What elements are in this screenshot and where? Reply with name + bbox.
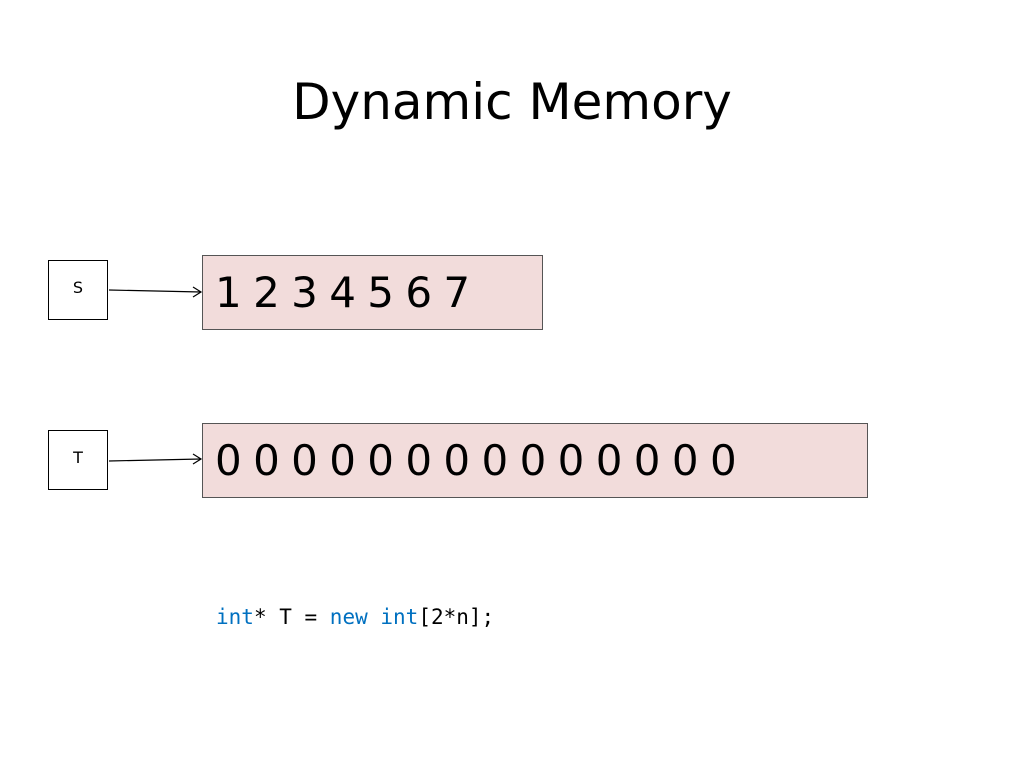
pointer-box-t: T xyxy=(48,430,108,490)
arrow-s xyxy=(108,286,203,298)
arrow-t xyxy=(108,453,203,465)
array-box-s: 1 2 3 4 5 6 7 xyxy=(202,255,543,330)
code-keyword-new: new xyxy=(329,605,368,629)
code-space xyxy=(368,605,381,629)
pointer-label-s: S xyxy=(72,277,84,297)
code-keyword-int: int xyxy=(380,605,419,629)
array-contents-s: 1 2 3 4 5 6 7 xyxy=(215,268,470,317)
code-snippet: int* T = new int[2*n]; xyxy=(216,605,494,629)
code-text: [2*n]; xyxy=(418,605,495,629)
slide-title: Dynamic Memory xyxy=(292,73,732,131)
pointer-label-t: T xyxy=(73,447,83,467)
code-text: * T = xyxy=(253,605,330,629)
array-box-t: 0 0 0 0 0 0 0 0 0 0 0 0 0 0 xyxy=(202,423,868,498)
array-contents-t: 0 0 0 0 0 0 0 0 0 0 0 0 0 0 xyxy=(215,436,737,485)
pointer-box-s: S xyxy=(48,260,108,320)
code-keyword-int: int xyxy=(216,605,254,629)
